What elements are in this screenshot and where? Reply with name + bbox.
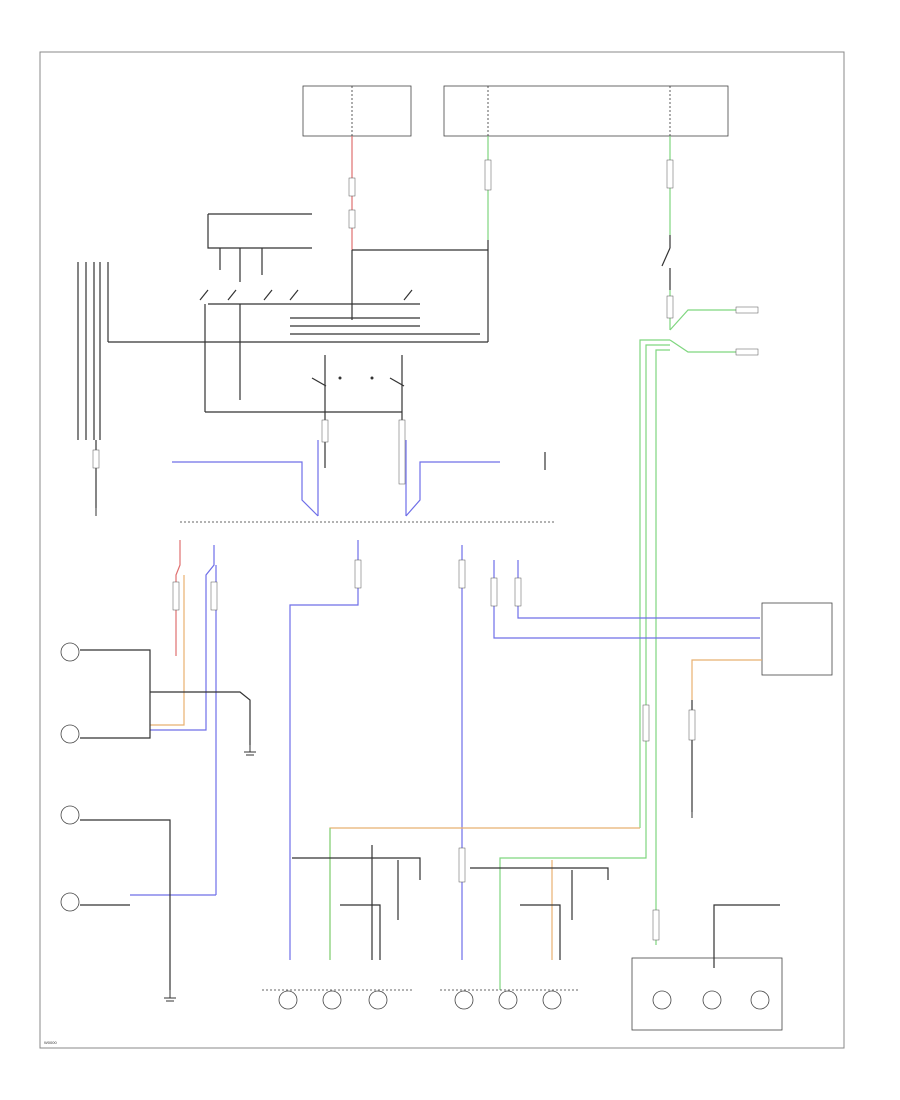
wire-green-brake-out <box>666 290 759 356</box>
fuse-box-left <box>302 85 412 137</box>
rear-lamp-left <box>262 827 640 1010</box>
hazard-switch <box>207 213 312 282</box>
wire-feed-green-right <box>666 136 674 235</box>
fuse-box-right <box>443 85 729 137</box>
wire-front-lamps <box>80 540 251 990</box>
switch-icon <box>661 235 671 290</box>
flasher-relay <box>311 355 406 485</box>
wire-blue-turn-left <box>172 440 319 517</box>
wire-blue-turn-right <box>405 440 500 517</box>
wire-green-long-run <box>499 339 670 990</box>
turn-signal-switch <box>108 289 488 343</box>
footer-code: W0000 <box>44 1040 57 1045</box>
bulb-icon <box>60 642 80 912</box>
turn-signal-module <box>688 602 833 812</box>
rear-lamp-center <box>631 904 783 1031</box>
diagram-frame <box>39 51 845 1049</box>
wire-left-bus <box>77 262 402 508</box>
rear-lamp-right <box>440 860 609 1010</box>
ground-icon <box>95 508 693 1002</box>
combination-unit <box>180 452 556 523</box>
wire-feed-red <box>348 136 356 320</box>
wire-center-drops <box>289 540 760 960</box>
wire-feed-green-center <box>352 136 492 342</box>
